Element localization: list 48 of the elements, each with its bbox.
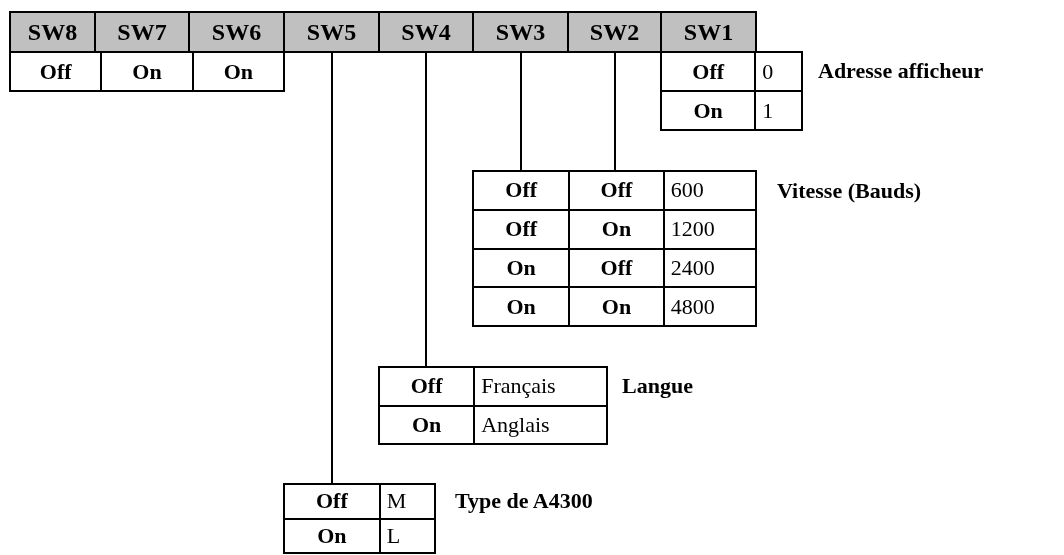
- settings-table: [660, 51, 803, 131]
- state-cell: Off: [570, 172, 663, 209]
- switch-header: SW4: [378, 11, 474, 53]
- value-cell: Anglais: [475, 406, 606, 443]
- state-cell: On: [102, 53, 192, 90]
- value-cell: Français: [475, 368, 606, 405]
- state-cell: Off: [662, 53, 755, 90]
- state-cell: On: [285, 519, 379, 552]
- switch-header: SW5: [283, 11, 380, 53]
- settings-table: [283, 483, 436, 554]
- state-cell: On: [474, 288, 569, 325]
- value-cell: 1: [756, 92, 801, 129]
- state-cell: Off: [474, 172, 569, 209]
- setting-title: Type de A4300: [455, 490, 593, 512]
- state-cell: Off: [380, 368, 474, 405]
- value-cell: 2400: [664, 249, 755, 287]
- value-cell: 0: [756, 53, 801, 90]
- switch-header: SW1: [660, 11, 757, 53]
- settings-table: [472, 170, 757, 327]
- switch-header: SW3: [472, 11, 569, 53]
- connector-line: [614, 52, 616, 171]
- setting-title: Vitesse (Bauds): [777, 180, 922, 202]
- value-cell: 4800: [664, 288, 755, 325]
- setting-title: Adresse afficheur: [818, 60, 984, 82]
- state-cell: On: [380, 406, 474, 443]
- state-cell: On: [570, 210, 663, 248]
- value-cell: L: [380, 519, 434, 552]
- state-cell: Off: [570, 249, 663, 287]
- value-cell: 1200: [664, 210, 755, 248]
- state-cell: Off: [11, 53, 101, 90]
- connector-line: [425, 52, 427, 367]
- switch-header: SW6: [188, 11, 285, 53]
- switch-header: SW8: [9, 11, 96, 53]
- switch-header: SW7: [94, 11, 190, 53]
- connector-line: [520, 52, 522, 171]
- state-cell: On: [662, 92, 755, 129]
- value-cell: M: [380, 485, 434, 518]
- state-cell: On: [193, 53, 283, 90]
- state-cell: Off: [474, 210, 569, 248]
- value-cell: 600: [664, 172, 755, 209]
- settings-table: [9, 51, 285, 92]
- state-cell: On: [474, 249, 569, 287]
- settings-table: [378, 366, 608, 445]
- switch-header: SW2: [567, 11, 662, 53]
- connector-line: [331, 52, 333, 484]
- state-cell: On: [570, 288, 663, 325]
- setting-title: Langue: [622, 375, 693, 397]
- state-cell: Off: [285, 485, 379, 518]
